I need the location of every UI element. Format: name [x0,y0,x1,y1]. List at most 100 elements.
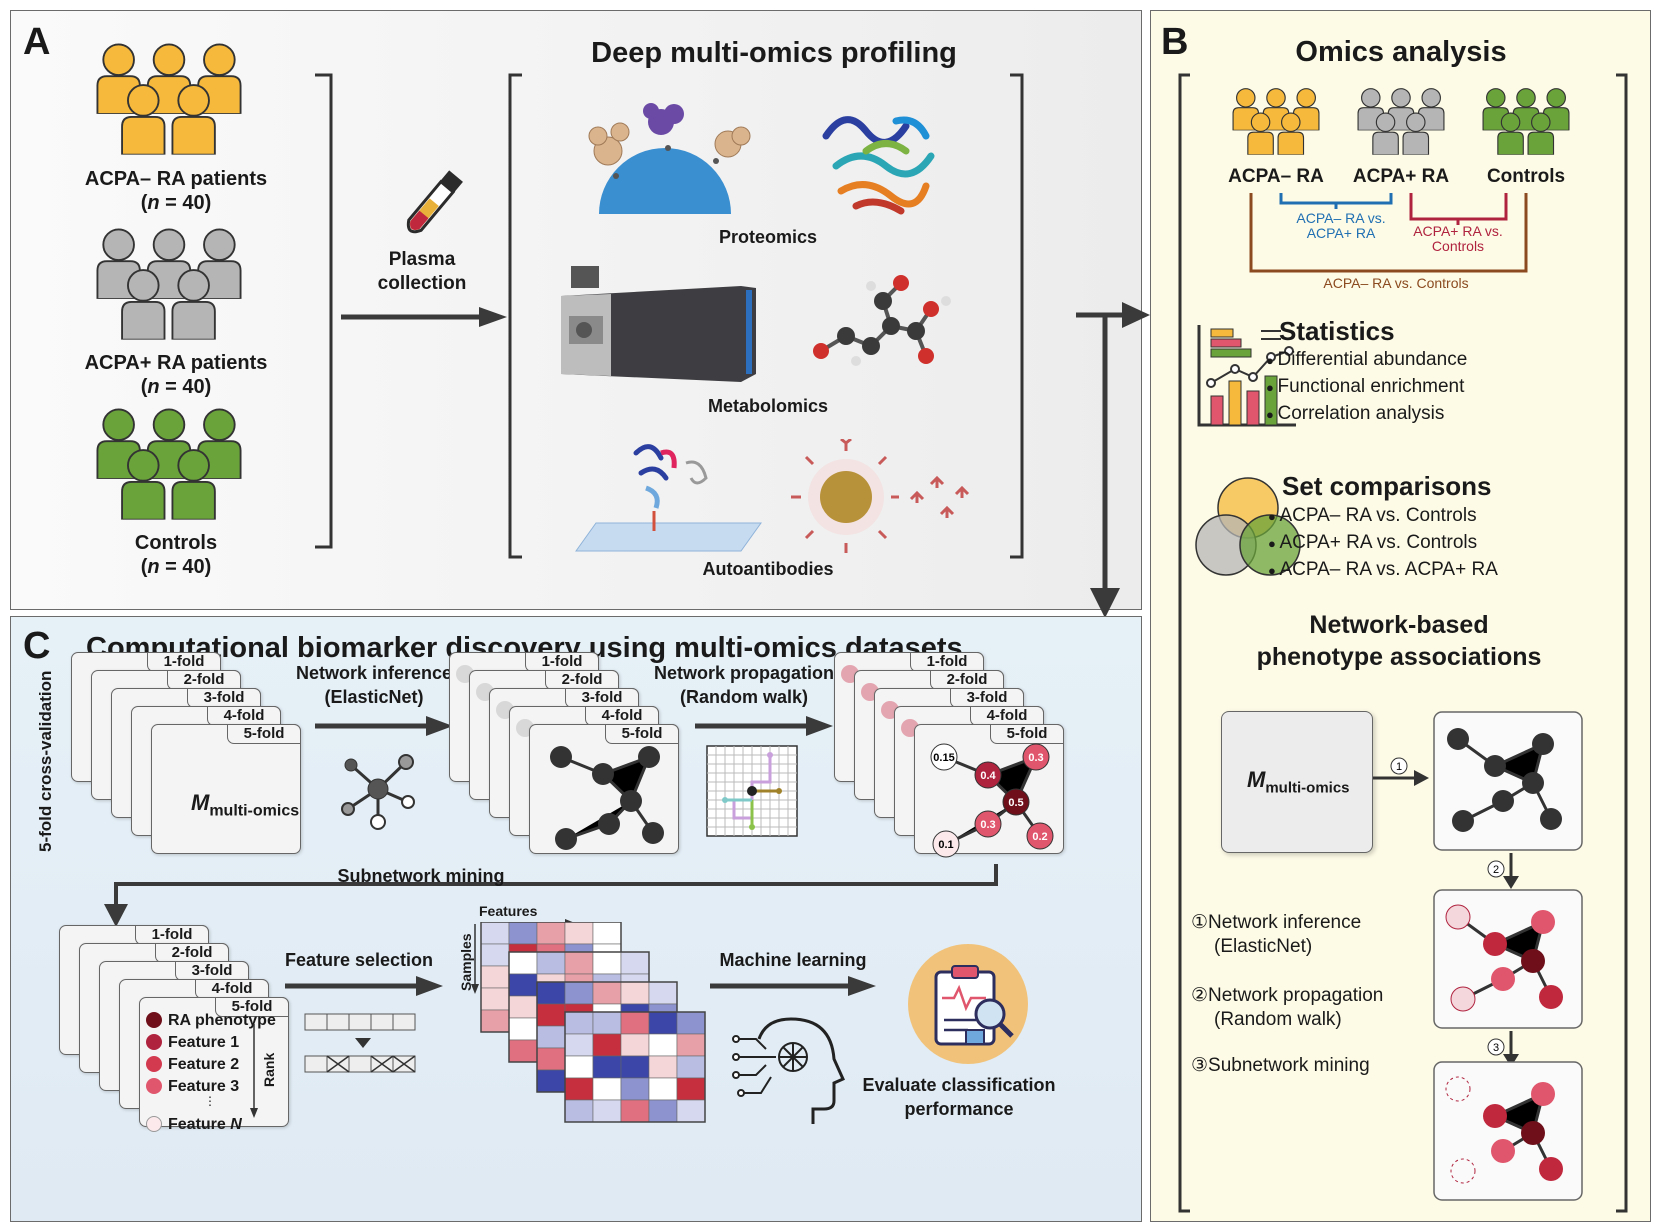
svg-text:1: 1 [1396,761,1402,773]
rank-item-feature-n: Feature N [146,1116,242,1134]
panel-c-letter: C [23,625,51,667]
fold-tab: 4-fold [970,706,1044,726]
group-n-acpa-neg: (n = 40) [140,192,212,214]
rank-item-feature-3: Feature 3 [146,1078,239,1096]
fold-tab: 5-fold [215,997,289,1017]
node-score: 0.3 [1028,752,1043,764]
acpa-pos-crowd-icon [94,226,244,344]
proteomics-bead-image [588,103,751,214]
comparison-brackets [1249,193,1528,273]
omics-bracket [1178,73,1628,1213]
fold-tab: 1-fold [525,652,599,672]
heatmap-layer [564,1011,706,1123]
statistics-item: Differential abundance [1266,347,1467,374]
svg-text:3: 3 [1493,1042,1499,1054]
fold-tab: 1-fold [135,925,209,945]
matrix-symbol-c: Mmulti-omics [191,790,300,820]
feature-selection-label: Feature selection [284,950,434,970]
fold-card: 5-fold [151,724,301,854]
set-comparisons-list: ACPA– RA vs. Controls ACPA+ RA vs. Contr… [1268,503,1498,584]
random-walk-grid-icon [706,745,798,837]
plasma-arrow [341,307,507,327]
network-step-2: ②Network propagation(Random walk) [1191,985,1384,1030]
controls-crowd-icon [94,406,244,524]
node-score: 0.2 [1032,831,1047,843]
network-hub-icon [341,754,415,830]
panel-c: C Computational biomarker discovery usin… [10,616,1142,1222]
network-title-2: phenotype associations [1256,643,1542,671]
network-graph-c2: 0.15 0.4 0.3 0.5 0.3 0.1 0.2 [930,743,1054,858]
fold-tab: 1-fold [910,652,984,672]
fold-tab: 2-fold [155,943,229,963]
matrix-box-b: Mmulti-omics [1221,711,1373,853]
fold-tab: 2-fold [167,670,241,690]
fold-tab: 2-fold [930,670,1004,690]
autoantibody-bead-image [791,439,970,553]
protein-structure-image [822,116,935,215]
machine-learning-label: Machine learning [719,950,867,970]
subnetwork-mining-label: Subnetwork mining [337,866,505,886]
fold-tab: 4-fold [207,706,281,726]
fold-tab: 5-fold [990,724,1064,744]
group-label-controls: Controls [134,532,218,554]
set-comparisons-title: Set comparisons [1282,471,1492,501]
fold-tab: 2-fold [545,670,619,690]
svg-text:2: 2 [1493,864,1499,876]
node-score: 0.15 [933,752,954,764]
comparison-acpa-neg-vs-pos: ACPA– RA vs.ACPA+ RA [1296,210,1386,241]
profiling-bracket [508,73,1024,559]
mass-spec-instrument-image [561,266,756,382]
plasma-label-2: collection [377,273,467,294]
groups-bracket [315,73,333,549]
matrix-symbol: Mmulti-omics [1247,767,1350,797]
network-step-1: ①Network inference(ElasticNet) [1191,912,1362,957]
panel-a: A ACPA– RA patients (n = 40) ACPA+ RA pa… [10,10,1142,610]
group-b-acpa-neg: ACPA– RA [1228,166,1324,187]
ai-head-icon [732,1017,845,1124]
node-score: 0.4 [980,770,996,782]
statistics-item: Functional enrichment [1266,374,1467,401]
network-graph-b3 [1433,1061,1583,1201]
fold-tab: 3-fold [950,688,1024,708]
comparison-acpa-pos-vs-controls: ACPA+ RA vs.Controls [1413,223,1503,254]
node-score: 0.5 [1008,797,1023,809]
feature-filter-icon [304,1013,416,1073]
features-label: Features [479,903,538,919]
step-3-arrow: 3 [1487,1031,1519,1067]
group-label-acpa-neg: ACPA– RA patients [84,168,268,190]
cv-label: 5-fold cross-validation [36,670,55,852]
samples-axis-arrow [471,924,479,994]
protein-array-image [575,444,762,552]
statistics-item: Correlation analysis [1266,401,1467,428]
acpa-neg-crowd-icon-b [1231,86,1321,158]
statistics-title: Statistics [1279,316,1395,346]
heatmap-stack [480,922,706,1123]
statistics-list: Differential abundance Functional enrich… [1266,347,1467,428]
set-comparison-item: ACPA+ RA vs. Controls [1268,530,1498,557]
rank-item-feature-2: Feature 2 [146,1056,239,1074]
acpa-neg-crowd-icon [94,41,244,159]
group-label-acpa-pos: ACPA+ RA patients [84,352,268,374]
machine-learning-arrow [710,976,876,996]
set-comparison-item: ACPA– RA vs. Controls [1268,503,1498,530]
panel-b: B Omics analysis ACPA– RA ACPA+ RA Contr… [1150,10,1651,1222]
panel-b-letter: B [1161,21,1189,63]
group-n-controls: (n = 40) [140,556,212,578]
omics-label-autoantibodies: Autoantibodies [702,559,834,579]
panel-a-letter: A [23,21,51,63]
net-prop-label-2: (Random walk) [679,687,809,707]
feature-selection-arrow [285,976,443,996]
node-score: 0.3 [980,819,995,831]
net-prop-label-1: Network propagation [653,663,835,683]
net-inference-arrow [315,716,453,736]
fold-tab: 5-fold [605,724,679,744]
profiling-title: Deep multi-omics profiling [591,37,957,69]
rank-arrow [250,1024,258,1118]
evaluation-report-icon [908,944,1028,1064]
net-prop-arrow [695,716,833,736]
plasma-label-1: Plasma [388,249,456,270]
fold-card: 5-fold [139,997,289,1127]
evaluate-label-2: performance [904,1099,1014,1119]
fold-tab: 1-fold [147,652,221,672]
evaluate-label-1: Evaluate classification [862,1075,1056,1095]
